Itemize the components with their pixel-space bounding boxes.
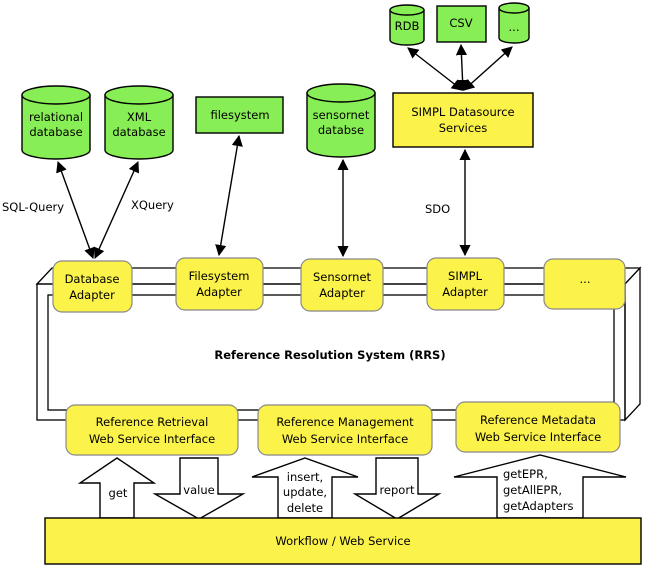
metadata-ops-arrow xyxy=(453,454,627,519)
sensornet-adapter-label-1: Sensornet xyxy=(313,270,372,284)
reference-retrieval-interface-label-2: Web Service Interface xyxy=(89,432,215,446)
value-arrow xyxy=(152,457,246,520)
filesystem-store-label: filesystem xyxy=(210,108,269,122)
connector-csv-to-services xyxy=(455,43,469,92)
sensornet-adapter: Sensornet Adapter xyxy=(300,258,384,312)
database-adapter-label-2: Adapter xyxy=(69,288,115,302)
reference-metadata-interface-label-2: Web Service Interface xyxy=(475,430,601,444)
simpl-adapter: SIMPL Adapter xyxy=(426,257,505,311)
reference-retrieval-interface: Reference Retrieval Web Service Interfac… xyxy=(65,404,239,456)
value-label: value xyxy=(183,483,214,497)
reference-management-interface: Reference Management Web Service Interfa… xyxy=(257,404,433,456)
reference-metadata-interface-label-1: Reference Metadata xyxy=(480,413,596,427)
relational-database-label-1: relational xyxy=(29,110,83,124)
xml-database: XML database xyxy=(104,85,174,160)
reference-retrieval-interface-label-1: Reference Retrieval xyxy=(96,415,209,429)
filesystem-adapter-label-2: Adapter xyxy=(196,285,242,299)
sensornet-database: sensornet databse xyxy=(306,83,376,158)
csv-store-label: CSV xyxy=(449,16,472,30)
relational-database: relational database xyxy=(21,85,91,160)
reference-management-interface-label-1: Reference Management xyxy=(276,415,414,429)
sensornet-database-label-1: sensornet xyxy=(313,108,370,122)
report-label: report xyxy=(379,483,415,497)
more-adapter-label: ... xyxy=(580,272,591,286)
connector-more-to-services xyxy=(463,46,513,91)
sdo-label: SDO xyxy=(425,202,450,216)
sensornet-adapter-label-2: Adapter xyxy=(319,286,365,300)
xml-database-label-1: XML xyxy=(127,110,152,124)
xml-database-label-2: database xyxy=(112,125,165,139)
rdb-store-label: RDB xyxy=(395,19,420,33)
sensornet-database-label-2: databse xyxy=(318,123,364,137)
database-adapter-label-1: Database xyxy=(65,272,120,286)
report-arrow xyxy=(352,457,442,520)
xquery-label: XQuery xyxy=(131,198,174,212)
filesystem-adapter: Filesystem Adapter xyxy=(175,257,264,311)
insert-update-delete-arrow xyxy=(251,457,359,519)
delete-label: delete xyxy=(287,501,323,515)
connector-filesystem-to-adapter xyxy=(215,134,243,257)
relational-database-label-2: database xyxy=(29,125,82,139)
insert-label: insert, xyxy=(287,470,323,484)
workflow-web-service: Workflow / Web Service xyxy=(44,517,642,565)
rdb-store: RDB xyxy=(389,4,425,46)
connector-relational-to-db-adapter xyxy=(56,160,95,260)
simpl-datasource-services: SIMPL Datasource Services xyxy=(392,92,534,148)
database-adapter: Database Adapter xyxy=(52,260,133,313)
sql-query-label: SQL-Query xyxy=(2,200,64,214)
filesystem-adapter-label-1: Filesystem xyxy=(189,269,250,283)
csv-store: CSV xyxy=(436,5,487,43)
get-epr-label: getEPR, xyxy=(503,467,548,481)
simpl-adapter-label-1: SIMPL xyxy=(448,269,483,283)
rrs-title: Reference Resolution System (RRS) xyxy=(214,348,445,362)
simpl-adapter-label-2: Adapter xyxy=(442,285,488,299)
filesystem-store: filesystem xyxy=(195,96,284,134)
more-adapter: ... xyxy=(543,258,626,310)
get-label: get xyxy=(109,486,128,500)
workflow-web-service-label: Workflow / Web Service xyxy=(275,534,410,548)
get-adapters-label: getAdapters xyxy=(503,499,574,513)
simpl-datasource-services-label-1: SIMPL Datasource xyxy=(411,105,514,119)
get-arrow xyxy=(77,457,157,519)
connector-xml-to-db-adapter xyxy=(94,160,139,260)
update-label: update, xyxy=(283,485,327,499)
more-datastore-label: ... xyxy=(509,20,520,34)
more-datastore: ... xyxy=(498,2,530,44)
simpl-datasource-services-label-2: Services xyxy=(439,121,488,135)
reference-management-interface-label-2: Web Service Interface xyxy=(282,432,408,446)
get-all-epr-label: getAllEPR, xyxy=(503,483,562,497)
reference-metadata-interface: Reference Metadata Web Service Interface xyxy=(455,401,621,453)
connector-rdb-to-services xyxy=(407,47,463,91)
